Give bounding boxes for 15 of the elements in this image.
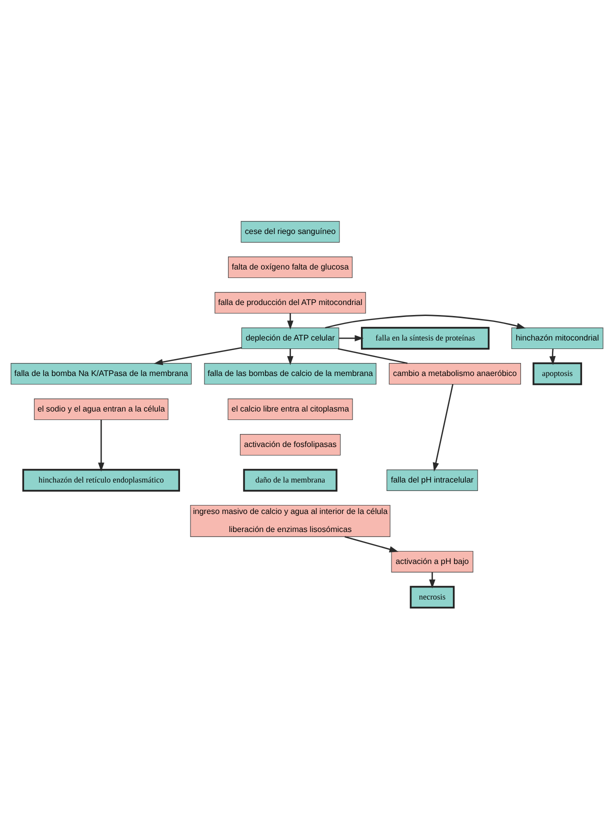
node-box: daño de la membrana — [243, 468, 338, 492]
node-box: hinchazón del retículo endoplasmático — [22, 468, 180, 492]
node-box: apoptosis — [532, 362, 582, 386]
arrow — [344, 536, 398, 552]
connector — [338, 348, 408, 364]
arrow — [287, 313, 294, 330]
arrow — [287, 348, 294, 366]
node-box: falla en la síntesis de proteínas — [360, 326, 490, 350]
arrow — [339, 335, 364, 342]
arrow — [98, 420, 104, 472]
node-box: necrosis — [410, 586, 455, 609]
arrow — [325, 314, 526, 330]
arrow — [429, 572, 436, 589]
arrow — [432, 384, 454, 472]
arrow — [154, 347, 242, 366]
